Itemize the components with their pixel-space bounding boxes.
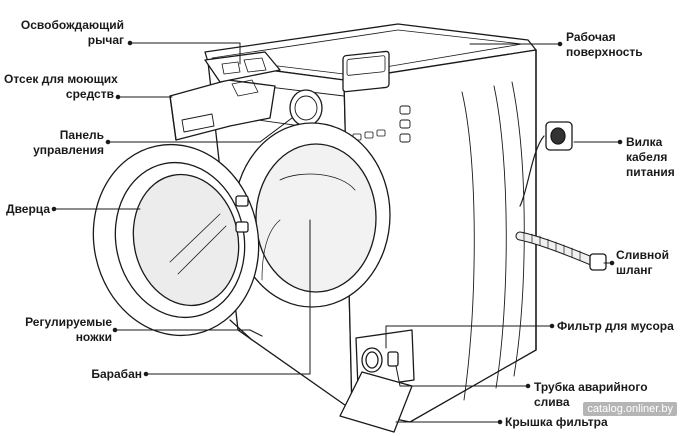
door-shape (92, 143, 260, 337)
leader-drum (145, 219, 311, 375)
label-emergency-drain: Трубка аварийного слива (534, 380, 648, 409)
leader-lines (51, 40, 623, 425)
label-adjustable-feet: Регулируемые ножки (25, 315, 112, 344)
leader-release-lever (129, 42, 241, 65)
drain-hose (515, 231, 607, 271)
label-power-plug: Вилка кабеля питания (626, 135, 675, 179)
power-plug (519, 121, 573, 207)
drum-assembly (233, 122, 391, 308)
label-release-lever: Освобождающий рычаг (20, 18, 124, 47)
label-debris-filter: Фильтр для мусора (557, 319, 674, 333)
label-door: Дверца (6, 202, 50, 216)
label-drum: Барабан (91, 367, 142, 381)
display-window (342, 50, 390, 93)
filter-cover-shape (339, 371, 413, 433)
leader-control-panel (107, 117, 293, 143)
label-drain-hose: Сливной шланг (616, 248, 669, 277)
drum-shape (279, 173, 356, 191)
leader-emergency-drain (395, 365, 529, 387)
filter-area (339, 329, 415, 433)
detergent-drawer (169, 51, 281, 141)
label-detergent-drawer: Отсек для моющих средств (4, 72, 118, 101)
watermark: catalog.onliner.by (583, 402, 677, 416)
label-filter-cover: Крышка фильтра (505, 415, 608, 429)
label-control-panel: Панель управления (33, 128, 104, 157)
leader-debris-filter (385, 325, 553, 349)
label-worktop: Рабочая поверхность (566, 30, 643, 59)
